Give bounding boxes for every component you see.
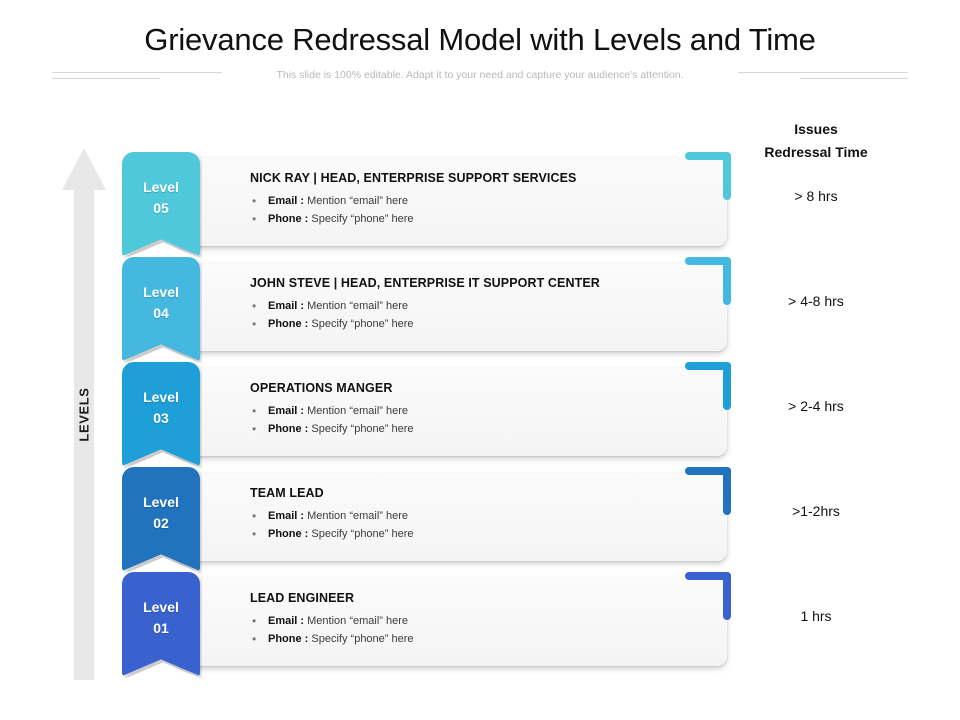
email-label: Email : — [268, 405, 305, 417]
phone-value: Specify “phone” here — [311, 423, 414, 435]
level-card[interactable]: NICK RAY | HEAD, ENTERPRISE SUPPORT SERV… — [175, 158, 727, 246]
phone-detail: Phone : Specify “phone” here — [250, 630, 414, 648]
bracket-vertical-bar — [723, 467, 731, 515]
divider-right — [698, 68, 908, 82]
level-card-details: Email : Mention “email” here Phone : Spe… — [250, 402, 414, 438]
level-card-details: Email : Mention “email” here Phone : Spe… — [250, 507, 414, 543]
phone-label: Phone : — [268, 633, 309, 645]
corner-bracket-icon — [685, 362, 731, 410]
level-card-title: JOHN STEVE | HEAD, ENTERPRISE IT SUPPORT… — [250, 276, 600, 290]
level-card-title: TEAM LEAD — [250, 486, 324, 500]
email-value: Mention “email” here — [307, 195, 409, 207]
redressal-time-value: > 8 hrs — [794, 188, 838, 204]
phone-label: Phone : — [268, 423, 309, 435]
email-detail: Email : Mention “email” here — [250, 297, 414, 315]
level-row: LEAD ENGINEER Email : Mention “email” he… — [0, 572, 960, 679]
phone-detail: Phone : Specify “phone” here — [250, 315, 414, 333]
email-label: Email : — [268, 195, 305, 207]
level-row: TEAM LEAD Email : Mention “email” here P… — [0, 467, 960, 574]
page-subtitle: This slide is 100% editable. Adapt it to… — [276, 69, 684, 81]
level-badge-word: Level — [143, 389, 179, 405]
email-detail: Email : Mention “email” here — [250, 612, 414, 630]
email-value: Mention “email” here — [307, 615, 409, 627]
levels-list: NICK RAY | HEAD, ENTERPRISE SUPPORT SERV… — [0, 152, 960, 680]
subtitle-row: This slide is 100% editable. Adapt it to… — [0, 64, 960, 86]
divider-left — [52, 68, 262, 82]
page-title: Grievance Redressal Model with Levels an… — [144, 22, 816, 57]
email-detail: Email : Mention “email” here — [250, 402, 414, 420]
issues-redressal-time-heading-line2: Redressal Time — [764, 144, 868, 161]
redressal-time-value: >1-2hrs — [792, 503, 840, 519]
level-badge-number: 05 — [153, 200, 169, 216]
redressal-time-value: 1 hrs — [800, 608, 832, 624]
email-detail: Email : Mention “email” here — [250, 192, 414, 210]
slide-header: Grievance Redressal Model with Levels an… — [0, 0, 960, 92]
level-badge-number: 03 — [153, 410, 169, 426]
level-row: OPERATIONS MANGER Email : Mention “email… — [0, 362, 960, 469]
level-badge[interactable]: Level 04 — [122, 257, 200, 361]
redressal-time-value: > 4-8 hrs — [788, 293, 844, 309]
level-card-details: Email : Mention “email” here Phone : Spe… — [250, 192, 414, 228]
email-value: Mention “email” here — [307, 510, 409, 522]
level-badge[interactable]: Level 02 — [122, 467, 200, 571]
phone-value: Specify “phone” here — [311, 633, 414, 645]
corner-bracket-icon — [685, 152, 731, 200]
level-card-title: LEAD ENGINEER — [250, 591, 355, 605]
email-value: Mention “email” here — [307, 300, 409, 312]
corner-bracket-icon — [685, 572, 731, 620]
phone-detail: Phone : Specify “phone” here — [250, 210, 414, 228]
bracket-horizontal-bar — [685, 152, 731, 160]
up-arrow-icon — [62, 148, 106, 680]
redressal-time-value: > 2-4 hrs — [788, 398, 844, 414]
bracket-vertical-bar — [723, 257, 731, 305]
phone-label: Phone : — [268, 213, 309, 225]
bracket-vertical-bar — [723, 362, 731, 410]
level-card[interactable]: OPERATIONS MANGER Email : Mention “email… — [175, 368, 727, 456]
level-badge[interactable]: Level 01 — [122, 572, 200, 676]
phone-label: Phone : — [268, 318, 309, 330]
level-row: JOHN STEVE | HEAD, ENTERPRISE IT SUPPORT… — [0, 257, 960, 364]
level-badge-number: 01 — [153, 620, 169, 636]
corner-bracket-icon — [685, 467, 731, 515]
level-badge-word: Level — [143, 284, 179, 300]
phone-value: Specify “phone” here — [311, 318, 414, 330]
level-card[interactable]: LEAD ENGINEER Email : Mention “email” he… — [175, 578, 727, 666]
phone-label: Phone : — [268, 528, 309, 540]
bracket-vertical-bar — [723, 152, 731, 200]
level-badge-word: Level — [143, 599, 179, 615]
level-badge-word: Level — [143, 179, 179, 195]
level-badge-word: Level — [143, 494, 179, 510]
bracket-horizontal-bar — [685, 572, 731, 580]
email-value: Mention “email” here — [307, 405, 409, 417]
corner-bracket-icon — [685, 257, 731, 305]
level-badge-number: 04 — [153, 305, 169, 321]
bracket-horizontal-bar — [685, 467, 731, 475]
level-badge-number: 02 — [153, 515, 169, 531]
phone-value: Specify “phone” here — [311, 213, 414, 225]
level-card-details: Email : Mention “email” here Phone : Spe… — [250, 297, 414, 333]
phone-detail: Phone : Specify “phone” here — [250, 420, 414, 438]
bracket-horizontal-bar — [685, 362, 731, 370]
level-badge[interactable]: Level 05 — [122, 152, 200, 256]
bracket-vertical-bar — [723, 572, 731, 620]
level-card-title: NICK RAY | HEAD, ENTERPRISE SUPPORT SERV… — [250, 171, 577, 185]
level-row: NICK RAY | HEAD, ENTERPRISE SUPPORT SERV… — [0, 152, 960, 259]
issues-redressal-time-heading-line1: Issues — [794, 121, 838, 137]
email-label: Email : — [268, 615, 305, 627]
phone-value: Specify “phone” here — [311, 528, 414, 540]
email-detail: Email : Mention “email” here — [250, 507, 414, 525]
issues-redressal-time-heading: Issues Redressal Time — [700, 118, 932, 164]
level-card-details: Email : Mention “email” here Phone : Spe… — [250, 612, 414, 648]
level-card-title: OPERATIONS MANGER — [250, 381, 393, 395]
level-badge[interactable]: Level 03 — [122, 362, 200, 466]
email-label: Email : — [268, 300, 305, 312]
phone-detail: Phone : Specify “phone” here — [250, 525, 414, 543]
email-label: Email : — [268, 510, 305, 522]
level-card[interactable]: TEAM LEAD Email : Mention “email” here P… — [175, 473, 727, 561]
level-card[interactable]: JOHN STEVE | HEAD, ENTERPRISE IT SUPPORT… — [175, 263, 727, 351]
bracket-horizontal-bar — [685, 257, 731, 265]
